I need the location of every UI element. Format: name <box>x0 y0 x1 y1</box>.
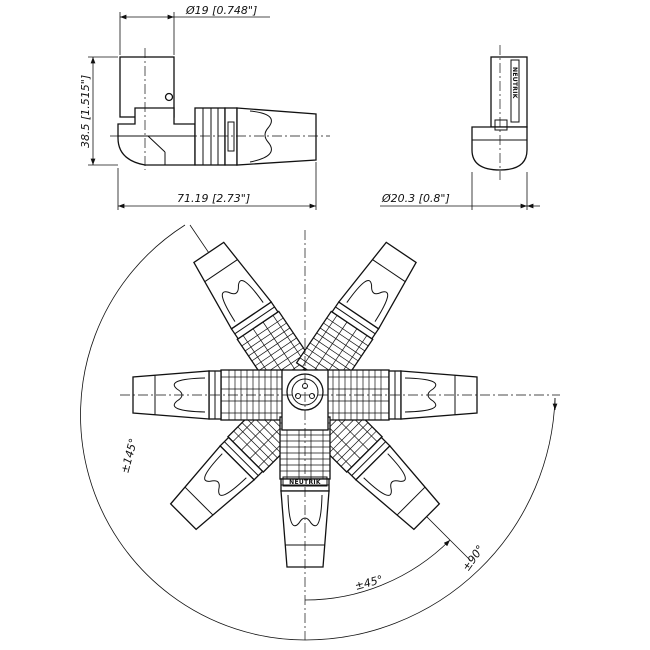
brand-marking: NEUTRIK <box>289 479 321 486</box>
dim-height: 38.5 [1.515"] <box>79 75 92 148</box>
side-view-left: Ø19 [0.748"] 38.5 [1.515"] 71.19 [2.73"] <box>79 4 330 210</box>
angle-right: ±90° <box>460 543 487 574</box>
rotation-view: NEUTRIK ±145° ±45° ±90° <box>80 224 560 641</box>
side-view-right: NEUTRIK Ø20.3 [0.8"] <box>380 45 540 210</box>
brand-marking-end-view: NEUTRIK <box>511 67 518 99</box>
dim-side-diameter: Ø20.3 [0.8"] <box>381 192 450 205</box>
angle-outer: ±145° <box>118 437 140 475</box>
dim-length: 71.19 [2.73"] <box>177 192 250 205</box>
dim-top-diameter: Ø19 [0.748"] <box>185 4 257 17</box>
